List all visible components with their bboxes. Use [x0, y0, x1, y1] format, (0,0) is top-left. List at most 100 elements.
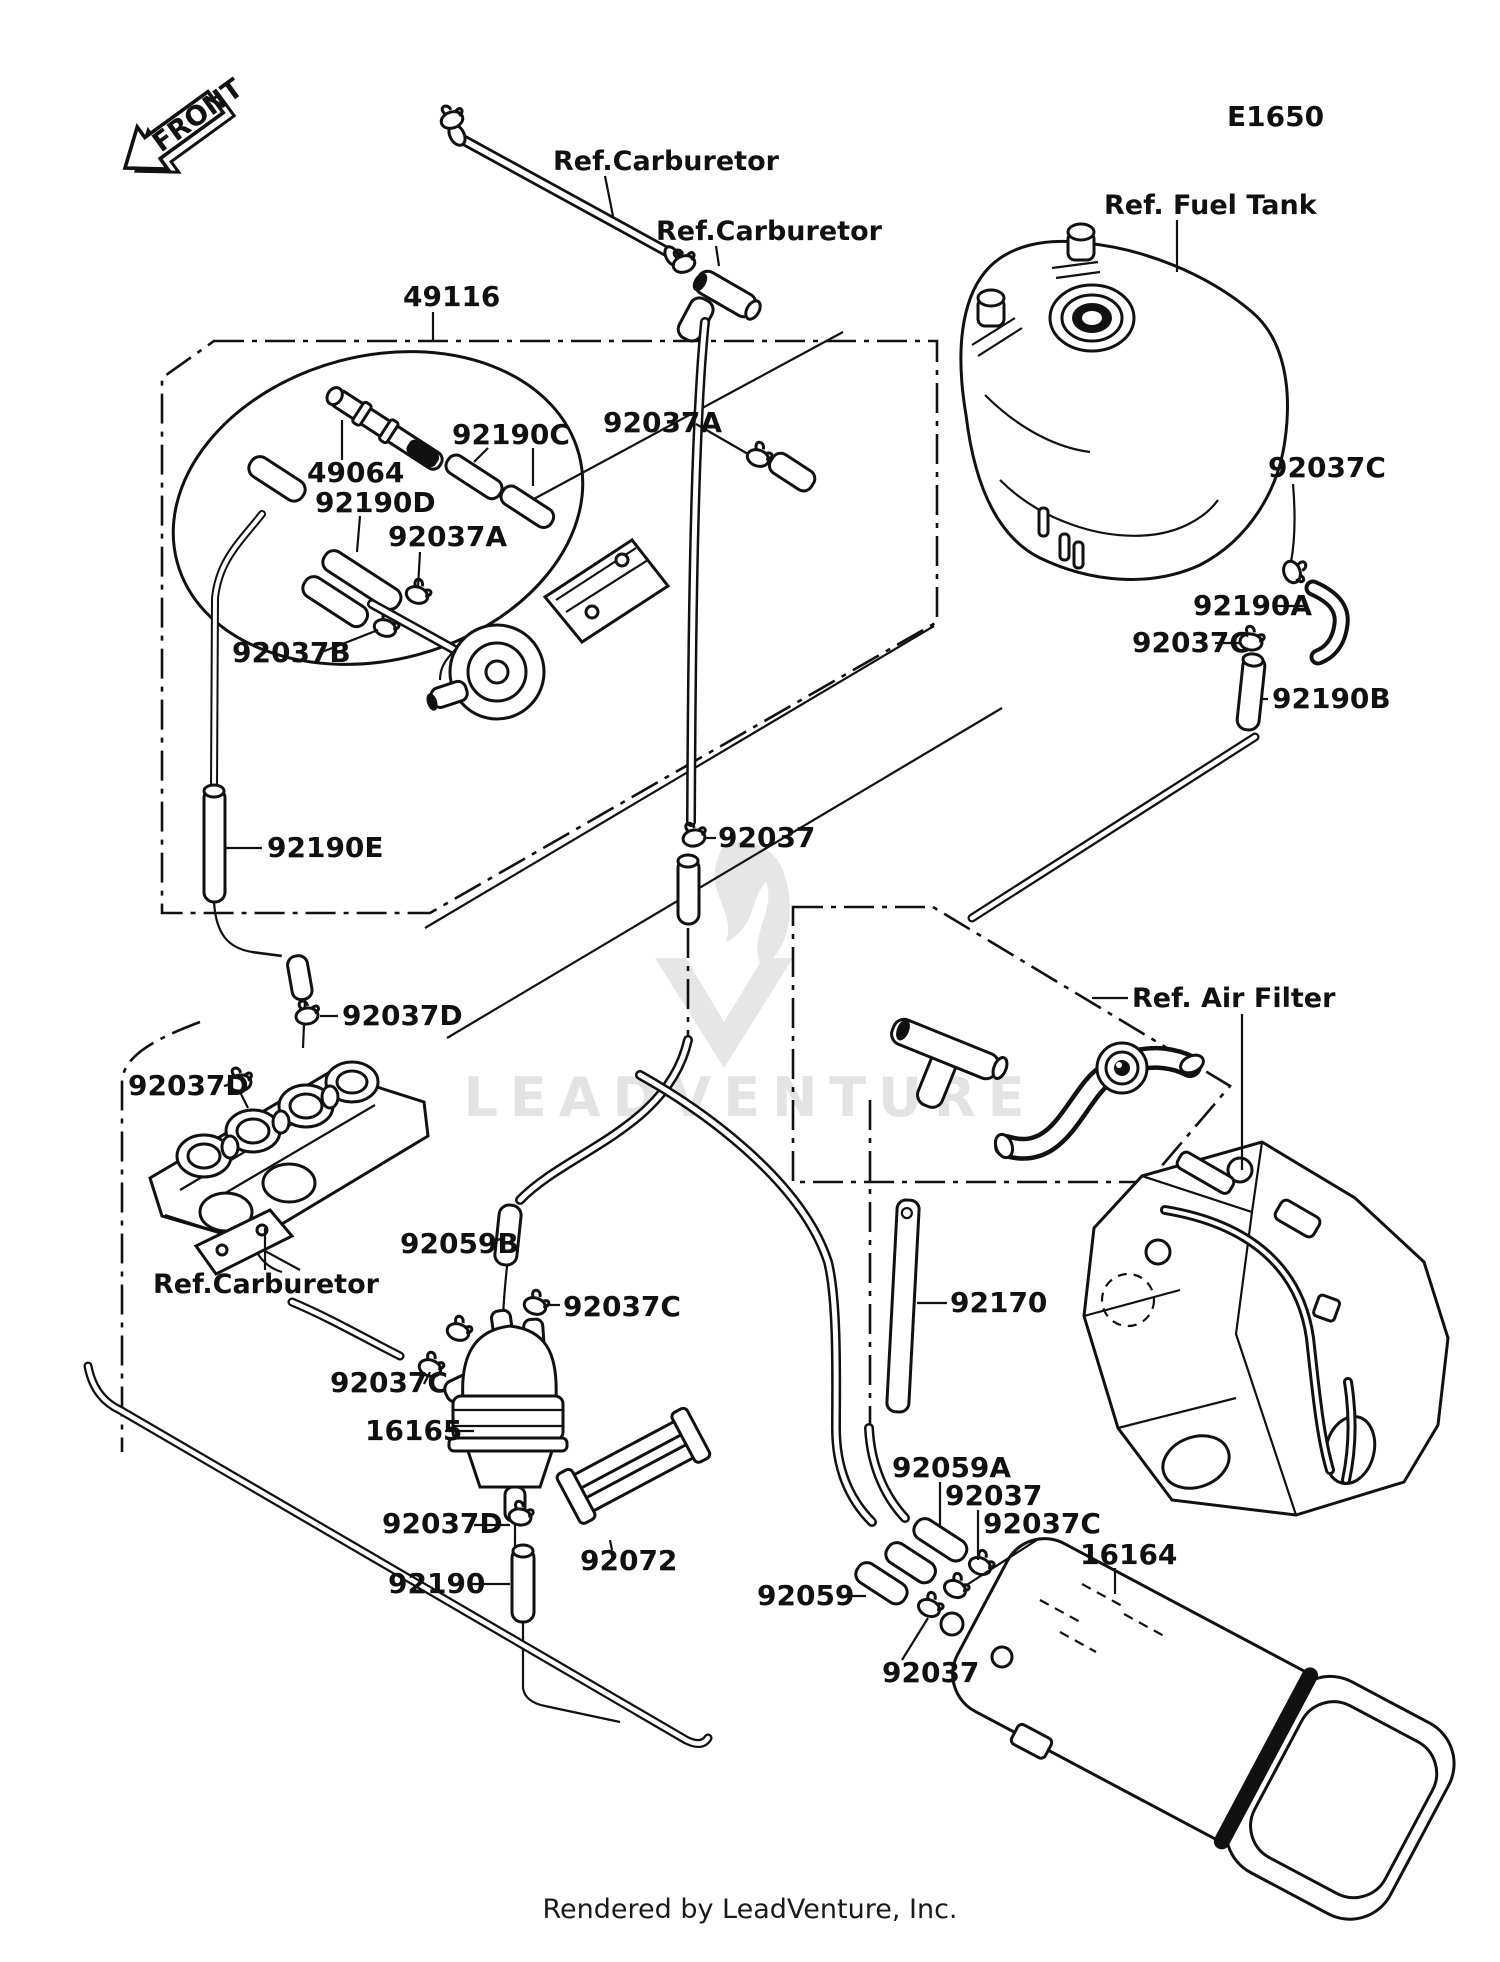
hose-clamp-icon — [443, 1312, 477, 1345]
explosion-line — [446, 707, 1003, 1039]
label-92037B: 92037B — [232, 636, 351, 669]
tube-92190E — [202, 783, 227, 904]
grommet-icon — [1095, 1041, 1149, 1095]
explosion-line — [424, 625, 935, 929]
tube-92059A — [912, 1517, 969, 1563]
footer-credit: Rendered by LeadVenture, Inc. — [542, 1894, 957, 1925]
label-92037C-canister: 92037C — [983, 1507, 1101, 1540]
leadventure-watermark: LEADVENTURE — [464, 841, 1024, 1129]
diagram-code: E1650 — [1227, 100, 1324, 133]
label-ref-fuel-tank: Ref. Fuel Tank — [1104, 190, 1318, 221]
carburetor-vent-hose — [447, 123, 690, 267]
air-filter-t-fitting — [890, 1017, 1009, 1109]
label-92190E: 92190E — [267, 831, 384, 864]
hose-clamp-icon — [520, 1286, 554, 1319]
label-92037C-filter-left: 92037C — [330, 1366, 448, 1399]
label-92190: 92190 — [388, 1567, 485, 1600]
label-16165: 16165 — [365, 1414, 462, 1447]
detail-loop — [171, 350, 585, 666]
tube-92190C — [444, 453, 556, 530]
tube-92037A-right — [767, 451, 817, 493]
label-ref-carburetor-mid: Ref.Carburetor — [656, 216, 883, 247]
v-watermark-icon — [655, 958, 793, 1068]
hose-clamp-icon — [914, 1587, 949, 1622]
label-92190C: 92190C — [452, 418, 570, 451]
tube-92059B — [493, 1203, 523, 1267]
label-92190D: 92190D — [315, 486, 436, 519]
label-92037C-tank-top: 92037C — [1268, 451, 1386, 484]
label-92072: 92072 — [580, 1544, 677, 1577]
filter-inlet-hose — [287, 1297, 405, 1361]
hose-line — [212, 901, 253, 954]
canister-16164 — [951, 1537, 1456, 1921]
fuel-tank — [959, 222, 1289, 581]
flame-watermark-icon — [714, 841, 790, 968]
hose-clamp-icon — [292, 997, 322, 1027]
label-92059B: 92059B — [400, 1227, 519, 1260]
front-direction-arrow: FRONT — [122, 73, 249, 174]
label-ref-carburetor-bottom: Ref.Carburetor — [153, 1269, 380, 1300]
boundary-dash — [120, 1020, 201, 1452]
label-16164: 16164 — [1080, 1538, 1177, 1571]
label-92059: 92059 — [757, 1579, 854, 1612]
tube-small — [286, 954, 314, 1002]
canister-port — [939, 1611, 965, 1637]
label-92037-canister-top: 92037 — [945, 1479, 1042, 1512]
label-ref-carburetor-top: Ref.Carburetor — [553, 146, 780, 177]
tube-92190D — [301, 549, 403, 629]
hose-to-59B — [515, 1035, 693, 1205]
strap-92072 — [555, 1406, 712, 1525]
carburetor-assembly — [148, 1060, 430, 1276]
fuel-pump — [426, 537, 671, 721]
detail-box-air-filter — [791, 905, 1232, 1184]
hose-line — [239, 1091, 249, 1109]
label-49064: 49064 — [307, 456, 404, 489]
elbow-hose-92190A — [1304, 579, 1350, 666]
long-tank-hose — [967, 732, 1260, 923]
hose-clamp-icon — [435, 99, 468, 133]
center-vent-hose — [686, 317, 710, 827]
hose-clamp-icon — [940, 1568, 975, 1603]
label-49116: 49116 — [403, 280, 500, 313]
tube-left — [247, 455, 307, 503]
pump-feed-hose — [367, 599, 460, 655]
air-filter-s-hose — [993, 1045, 1205, 1161]
label-92037D-bottom: 92037D — [382, 1507, 503, 1540]
canister-port — [990, 1645, 1014, 1669]
vent-hose-left — [210, 510, 266, 792]
canister-hose-a — [635, 1070, 877, 1527]
label-92037D-left: 92037D — [128, 1069, 249, 1102]
drain-hose — [83, 1361, 713, 1748]
strip-92170 — [885, 1198, 921, 1414]
label-92037D-right: 92037D — [342, 999, 463, 1032]
tube-92037-mid — [676, 853, 701, 926]
air-cleaner-housing — [1082, 1140, 1450, 1517]
hose-clamp-icon — [678, 819, 710, 850]
label-92059A: 92059A — [892, 1451, 1011, 1484]
hose-dash — [251, 950, 283, 958]
label-92170: 92170 — [950, 1286, 1047, 1319]
fuel-filter-16165 — [443, 1308, 569, 1523]
tube-92059-mid — [884, 1541, 937, 1585]
label-92037A: 92037A — [388, 520, 507, 553]
tube-92190 — [510, 1543, 536, 1624]
label-92037C-filter-top: 92037C — [563, 1290, 681, 1323]
part-labels: E1650 Ref.Carburetor Ref.Carburetor Ref.… — [128, 100, 1391, 1689]
explosion-line — [531, 331, 844, 501]
t-fitting — [676, 269, 762, 343]
label-92037C-tank-mid: 92037C — [1132, 626, 1250, 659]
pump-shaft-49064 — [325, 386, 444, 471]
label-92037-mid: 92037 — [718, 821, 815, 854]
label-92190A: 92190A — [1193, 589, 1312, 622]
label-92037-canister-bottom: 92037 — [882, 1656, 979, 1689]
tube-92059 — [854, 1561, 909, 1606]
leader-lines — [223, 175, 1306, 1661]
label-92190B: 92190B — [1272, 682, 1391, 715]
canister-hose-b — [864, 1423, 910, 1523]
detail-box-49116 — [160, 339, 939, 915]
tube-92190B — [1235, 652, 1267, 732]
hose-line — [521, 1622, 621, 1724]
label-ref-air-filter: Ref. Air Filter — [1132, 983, 1336, 1014]
